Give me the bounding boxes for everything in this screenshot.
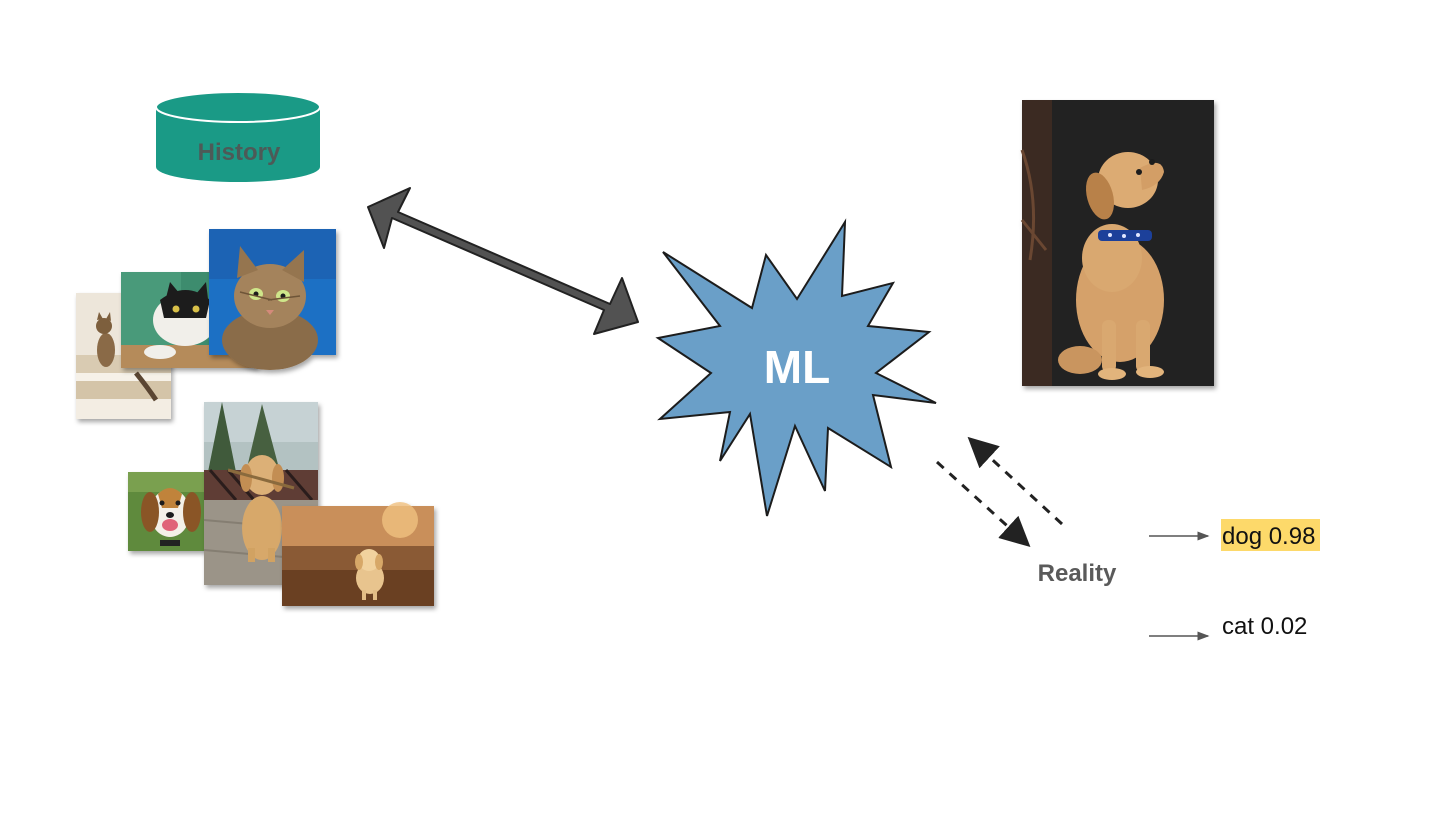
tabby-cat-blue-sky-photo-icon — [209, 229, 336, 370]
beagle-photo-icon — [128, 472, 210, 551]
ml-burst-icon: ML — [655, 218, 937, 517]
cat-photos-stack — [76, 229, 336, 419]
ml-label: ML — [764, 341, 830, 393]
dashed-arrow-to-reality-icon — [935, 460, 1031, 548]
running-puppy-photo-icon — [282, 502, 434, 606]
cat-prediction-label: cat 0.02 — [1222, 613, 1307, 640]
reality-label: Reality — [1038, 560, 1117, 587]
prediction-outputs: dog 0.98 cat 0.02 — [1149, 519, 1320, 641]
dashed-arrow-to-ml-icon — [967, 436, 1064, 526]
ml-reality-dashed-arrows — [935, 436, 1064, 548]
black-and-white-cat-photo-icon — [121, 272, 257, 368]
dog-prediction-highlight — [1221, 519, 1320, 551]
training-double-arrow-icon — [367, 187, 639, 335]
history-label: History — [198, 139, 281, 166]
history-database-icon: History — [155, 91, 321, 182]
dog-prediction-label: dog 0.98 — [1222, 523, 1315, 550]
sitting-labrador-puppy-photo-icon — [1020, 100, 1214, 386]
dog-photos-stack — [128, 402, 434, 606]
